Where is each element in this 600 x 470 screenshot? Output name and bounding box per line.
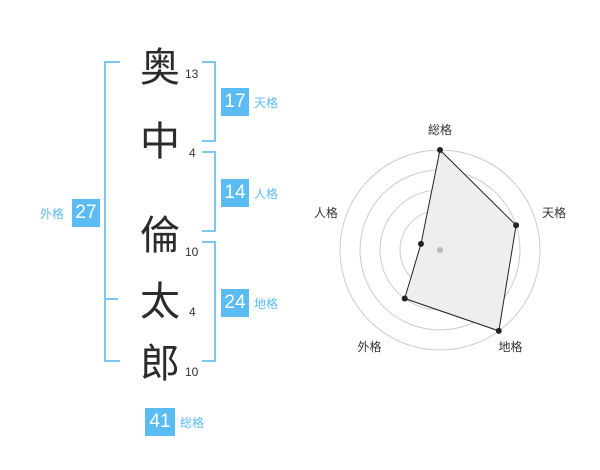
radar-point [513, 222, 520, 229]
stroke-count-2: 4 [189, 146, 196, 160]
tenkaku-value: 17 [221, 88, 249, 116]
radar-point [495, 327, 502, 334]
radar-center [437, 247, 443, 253]
chikaku-value: 24 [221, 289, 249, 317]
tenkaku-bracket [202, 61, 216, 142]
gaikaku-label: 外格 [40, 207, 65, 221]
stroke-count-5: 10 [185, 365, 199, 379]
radar-axis-label: 人格 [314, 205, 338, 220]
name-char-5: 郎 [140, 341, 180, 387]
radar-axis-label: 総格 [428, 122, 452, 137]
name-char-1: 奥 [140, 45, 180, 91]
name-char-3: 倫 [140, 213, 180, 259]
gaikaku-bracket-split [104, 298, 118, 300]
stroke-count-4: 4 [189, 305, 196, 319]
radar-point [401, 295, 408, 302]
chikaku-bracket [202, 241, 216, 362]
jinkaku-value: 14 [221, 179, 249, 207]
chikaku-label: 地格 [254, 297, 279, 311]
jinkaku-label: 人格 [254, 187, 279, 201]
gaikaku-value: 27 [72, 199, 100, 227]
radar-shape [404, 148, 517, 332]
radar-axis-label: 天格 [542, 205, 566, 220]
name-char-2: 中 [140, 119, 180, 165]
gaikaku-bracket [104, 61, 120, 362]
jinkaku-bracket [202, 151, 216, 232]
soukaku-label: 総格 [180, 416, 205, 430]
radar-point [417, 240, 424, 247]
radar-axis-label: 地格 [498, 339, 522, 354]
radar-points [401, 147, 520, 334]
stroke-count-3: 10 [185, 245, 199, 259]
radar-point [437, 147, 443, 153]
stroke-count-1: 13 [185, 67, 199, 81]
soukaku-value: 41 [145, 408, 175, 436]
name-char-4: 太 [140, 279, 180, 325]
tenkaku-label: 天格 [254, 96, 279, 110]
radar-axis-label: 外格 [357, 339, 381, 354]
